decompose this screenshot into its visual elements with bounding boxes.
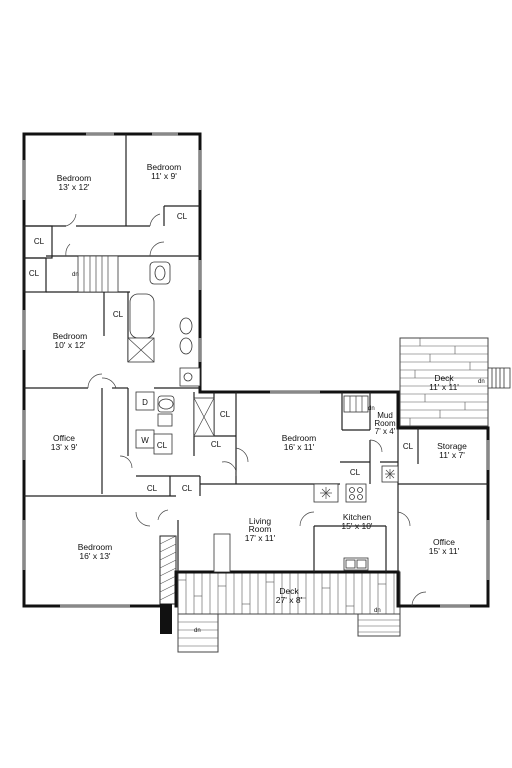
- stairs-label: dn: [72, 272, 79, 278]
- snowflake-icon: [320, 487, 332, 499]
- room-name: Deck: [434, 373, 454, 383]
- room-name: Bedroom: [282, 433, 317, 443]
- room-name: Room: [374, 419, 396, 428]
- closet-label: CL: [403, 442, 414, 451]
- room-name: Bedroom: [57, 173, 92, 183]
- closet-label: CL: [147, 484, 158, 493]
- stairs-label: dn: [374, 608, 381, 614]
- stairs-label: dn: [478, 379, 485, 385]
- room-dims: 13' x 12': [58, 182, 90, 192]
- closet-label: CL: [177, 212, 188, 221]
- room-dims: 10' x 12': [54, 340, 86, 350]
- room-dims: 7' x 4': [375, 427, 396, 436]
- deck-ne: dn: [399, 337, 511, 427]
- room-name: Deck: [279, 586, 299, 596]
- door-swings: [65, 213, 427, 607]
- interior-walls: [23, 134, 488, 573]
- washer-label: W: [141, 436, 149, 445]
- closet-label: CL: [211, 440, 222, 449]
- fireplace: [159, 535, 177, 634]
- room-name: Office: [433, 537, 455, 547]
- room-dims: 16' x 11': [284, 442, 315, 452]
- room-name: Room: [249, 524, 272, 534]
- room-name: Storage: [437, 441, 467, 451]
- closet-label: CL: [350, 468, 361, 477]
- room-dims: 17' x 11': [245, 533, 276, 543]
- room-dims: 13' x 9': [51, 442, 78, 452]
- closet-label: CL: [157, 441, 168, 450]
- room-dims: 27' x 8': [276, 595, 303, 605]
- room-dims: 11' x 11': [429, 382, 459, 392]
- room-name: Bedroom: [147, 162, 182, 172]
- closet-label: CL: [113, 310, 124, 319]
- room-dims: 11' x 7': [439, 450, 465, 460]
- room-name: Mud: [377, 411, 393, 420]
- room-dims: 11' x 9': [151, 171, 177, 181]
- dryer-label: D: [142, 398, 148, 407]
- closet-label: CL: [220, 410, 231, 419]
- deck-south: dn dn: [177, 571, 401, 653]
- windows: [22, 132, 490, 608]
- closet-label: CL: [182, 484, 193, 493]
- room-name: Kitchen: [343, 512, 372, 522]
- closet-label: CL: [34, 237, 45, 246]
- stairs-label: dn: [368, 406, 375, 412]
- room-dims: 15' x 11': [429, 546, 460, 556]
- snowflake-icon: [385, 469, 395, 479]
- closet-label: CL: [29, 269, 40, 278]
- room-name: Living: [249, 516, 271, 526]
- room-name: Bedroom: [78, 542, 113, 552]
- room-dims: 15' x 10': [341, 521, 373, 531]
- stairs-label: dn: [194, 628, 201, 634]
- room-name: Office: [53, 433, 75, 443]
- room-dims: 16' x 13': [79, 551, 111, 561]
- room-name: Bedroom: [53, 331, 88, 341]
